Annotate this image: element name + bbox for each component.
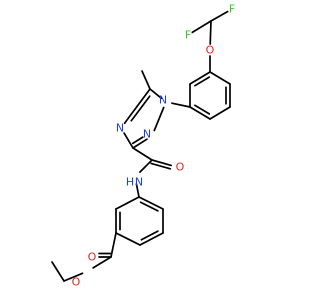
- atom-n-ring-1: N: [159, 94, 167, 107]
- atom-n-ring-2: N: [143, 128, 151, 141]
- bond-q4-q5: [115, 232, 141, 246]
- bond-p6-p1-inner: [194, 76, 211, 87]
- bond-p1-p2: [209, 71, 231, 85]
- atom-o-ether: O: [206, 44, 215, 57]
- bond-cF-oE: [209, 20, 212, 45]
- bond-oS-e1: [63, 272, 84, 282]
- atom-n-amide: N: [135, 176, 143, 189]
- bond-n2-n1: [153, 106, 165, 132]
- atom-f-left: F: [185, 29, 191, 42]
- bond-c5-me: [141, 70, 151, 90]
- atom-o-ester-carbonyl: O: [88, 251, 97, 264]
- bond-c3-cA: [132, 147, 153, 161]
- atom-label-layer: F F O N N N O N H O O: [72, 3, 236, 289]
- atom-n-ring-4: N: [116, 122, 124, 135]
- bond-cA-nA: [139, 159, 153, 173]
- atom-o-amide: O: [176, 161, 185, 174]
- bond-n4-c3: [123, 132, 134, 149]
- bond-c5-n4: [123, 88, 151, 125]
- bond-cF-f1: [210, 10, 229, 22]
- bond-cF-f2: [191, 20, 212, 34]
- bond-q1-q2-inner: [139, 201, 159, 212]
- bond-p5-n1: [171, 102, 191, 108]
- bond-p3-p4: [209, 106, 231, 120]
- bond-p4-p5-inner: [194, 104, 211, 115]
- atom-f-top: F: [229, 3, 235, 16]
- bond-cA-oA: [151, 159, 173, 167]
- bond-p4-p5: [189, 106, 211, 120]
- bond-q3-q4-inner: [140, 230, 159, 241]
- bond-cE-oS: [92, 256, 112, 269]
- molecule-structure: F F O N N N O N H O O: [51, 3, 236, 289]
- bond-c3-n2: [132, 138, 148, 149]
- bond-p6-p1: [189, 71, 211, 85]
- bond-n1-c5: [149, 88, 163, 100]
- atom-h-amide: H: [126, 176, 134, 189]
- bond-q5-cE: [110, 232, 117, 258]
- bond-cA-oA-second: [150, 162, 172, 170]
- bond-e1-e2: [51, 261, 65, 282]
- bond-q1-q2: [138, 196, 164, 210]
- bond-c5-n4-inner: [130, 95, 151, 122]
- bond-layer: [51, 10, 231, 282]
- atom-o-ester: O: [72, 276, 81, 289]
- bond-q6-q1: [115, 196, 140, 210]
- bond-c3-n2-inner: [131, 136, 144, 145]
- bond-q3-q4: [139, 232, 164, 246]
- bond-nA-q1: [135, 183, 140, 198]
